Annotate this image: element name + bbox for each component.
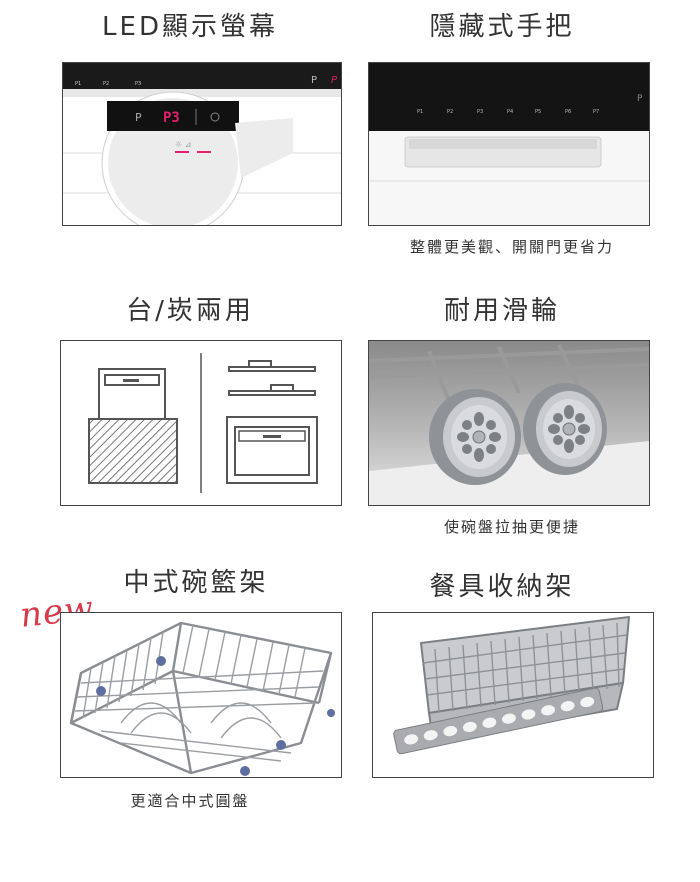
zoom-p-label: P xyxy=(135,111,142,124)
handle-program-label: P7 xyxy=(593,109,599,115)
zoom-display-text: P3 xyxy=(163,110,180,126)
install-diagram xyxy=(60,340,342,506)
top-program-label: P1 xyxy=(75,81,81,87)
dish-rack-image xyxy=(60,612,342,778)
hidden-handle-image: P1 P2 P3 P4 P5 P6 P7 P xyxy=(368,62,650,226)
handle-program-label: P6 xyxy=(565,109,571,115)
section-title-dish-rack: 中式碗籃架 xyxy=(123,568,269,598)
top-p-label: P xyxy=(311,75,317,86)
section-title-led: LED顯示螢幕 xyxy=(102,12,278,42)
caption-handle: 整體更美觀、開關門更省力 xyxy=(409,238,614,256)
caption-dish-rack: 更適合中式圓盤 xyxy=(130,792,250,810)
section-title-wheels: 耐用滑輪 xyxy=(443,296,560,326)
led-display-image: P1 P2 P3 P P P P3 ☼ ⊿ xyxy=(62,62,342,226)
handle-p-label: P xyxy=(637,94,643,104)
section-title-cutlery: 餐具收納架 xyxy=(429,572,575,602)
wheels-image xyxy=(368,340,650,506)
top-program-label: P3 xyxy=(135,81,141,87)
handle-program-label: P2 xyxy=(447,109,453,115)
handle-program-label: P5 xyxy=(535,109,541,115)
top-program-label: P2 xyxy=(103,81,109,87)
section-title-install: 台/崁兩用 xyxy=(126,296,254,326)
svg-text:☼ ⊿: ☼ ⊿ xyxy=(175,140,191,149)
handle-program-label: P3 xyxy=(477,109,483,115)
section-title-handle: 隱藏式手把 xyxy=(429,12,575,42)
cutlery-basket-image xyxy=(372,612,654,778)
caption-wheels: 使碗盤拉抽更便捷 xyxy=(443,518,580,536)
top-p-label-red: P xyxy=(331,75,338,86)
handle-program-label: P4 xyxy=(507,109,513,115)
handle-program-label: P1 xyxy=(417,109,423,115)
